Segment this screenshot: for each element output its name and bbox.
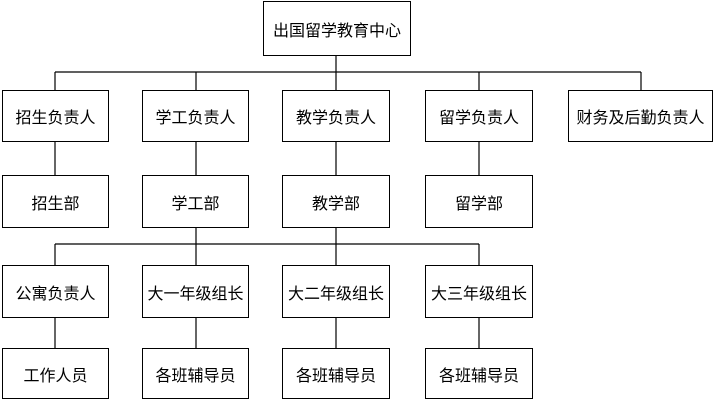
node-freshman-leader: 大一年级组长 (142, 265, 249, 318)
node-study-abroad-dept: 留学部 (425, 175, 533, 228)
node-student-affairs-head: 学工负责人 (142, 90, 249, 142)
node-class-counselors-1: 各班辅导员 (142, 348, 249, 399)
node-class-counselors-2: 各班辅导员 (282, 348, 390, 399)
node-admissions-head: 招生负责人 (2, 90, 109, 142)
node-student-affairs-dept: 学工部 (142, 175, 249, 228)
node-study-abroad-head: 留学负责人 (425, 90, 533, 142)
root-node: 出国留学教育中心 (263, 1, 411, 56)
node-class-counselors-3: 各班辅导员 (425, 348, 533, 399)
node-admissions-dept: 招生部 (2, 175, 109, 228)
node-sophomore-leader: 大二年级组长 (282, 265, 390, 318)
node-teaching-head: 教学负责人 (282, 90, 390, 142)
node-junior-leader: 大三年级组长 (425, 265, 533, 318)
node-dorm-head: 公寓负责人 (2, 265, 109, 318)
node-finance-logistics-head: 财务及后勤负责人 (568, 90, 713, 142)
node-teaching-dept: 教学部 (282, 175, 390, 228)
node-staff: 工作人员 (2, 348, 109, 399)
